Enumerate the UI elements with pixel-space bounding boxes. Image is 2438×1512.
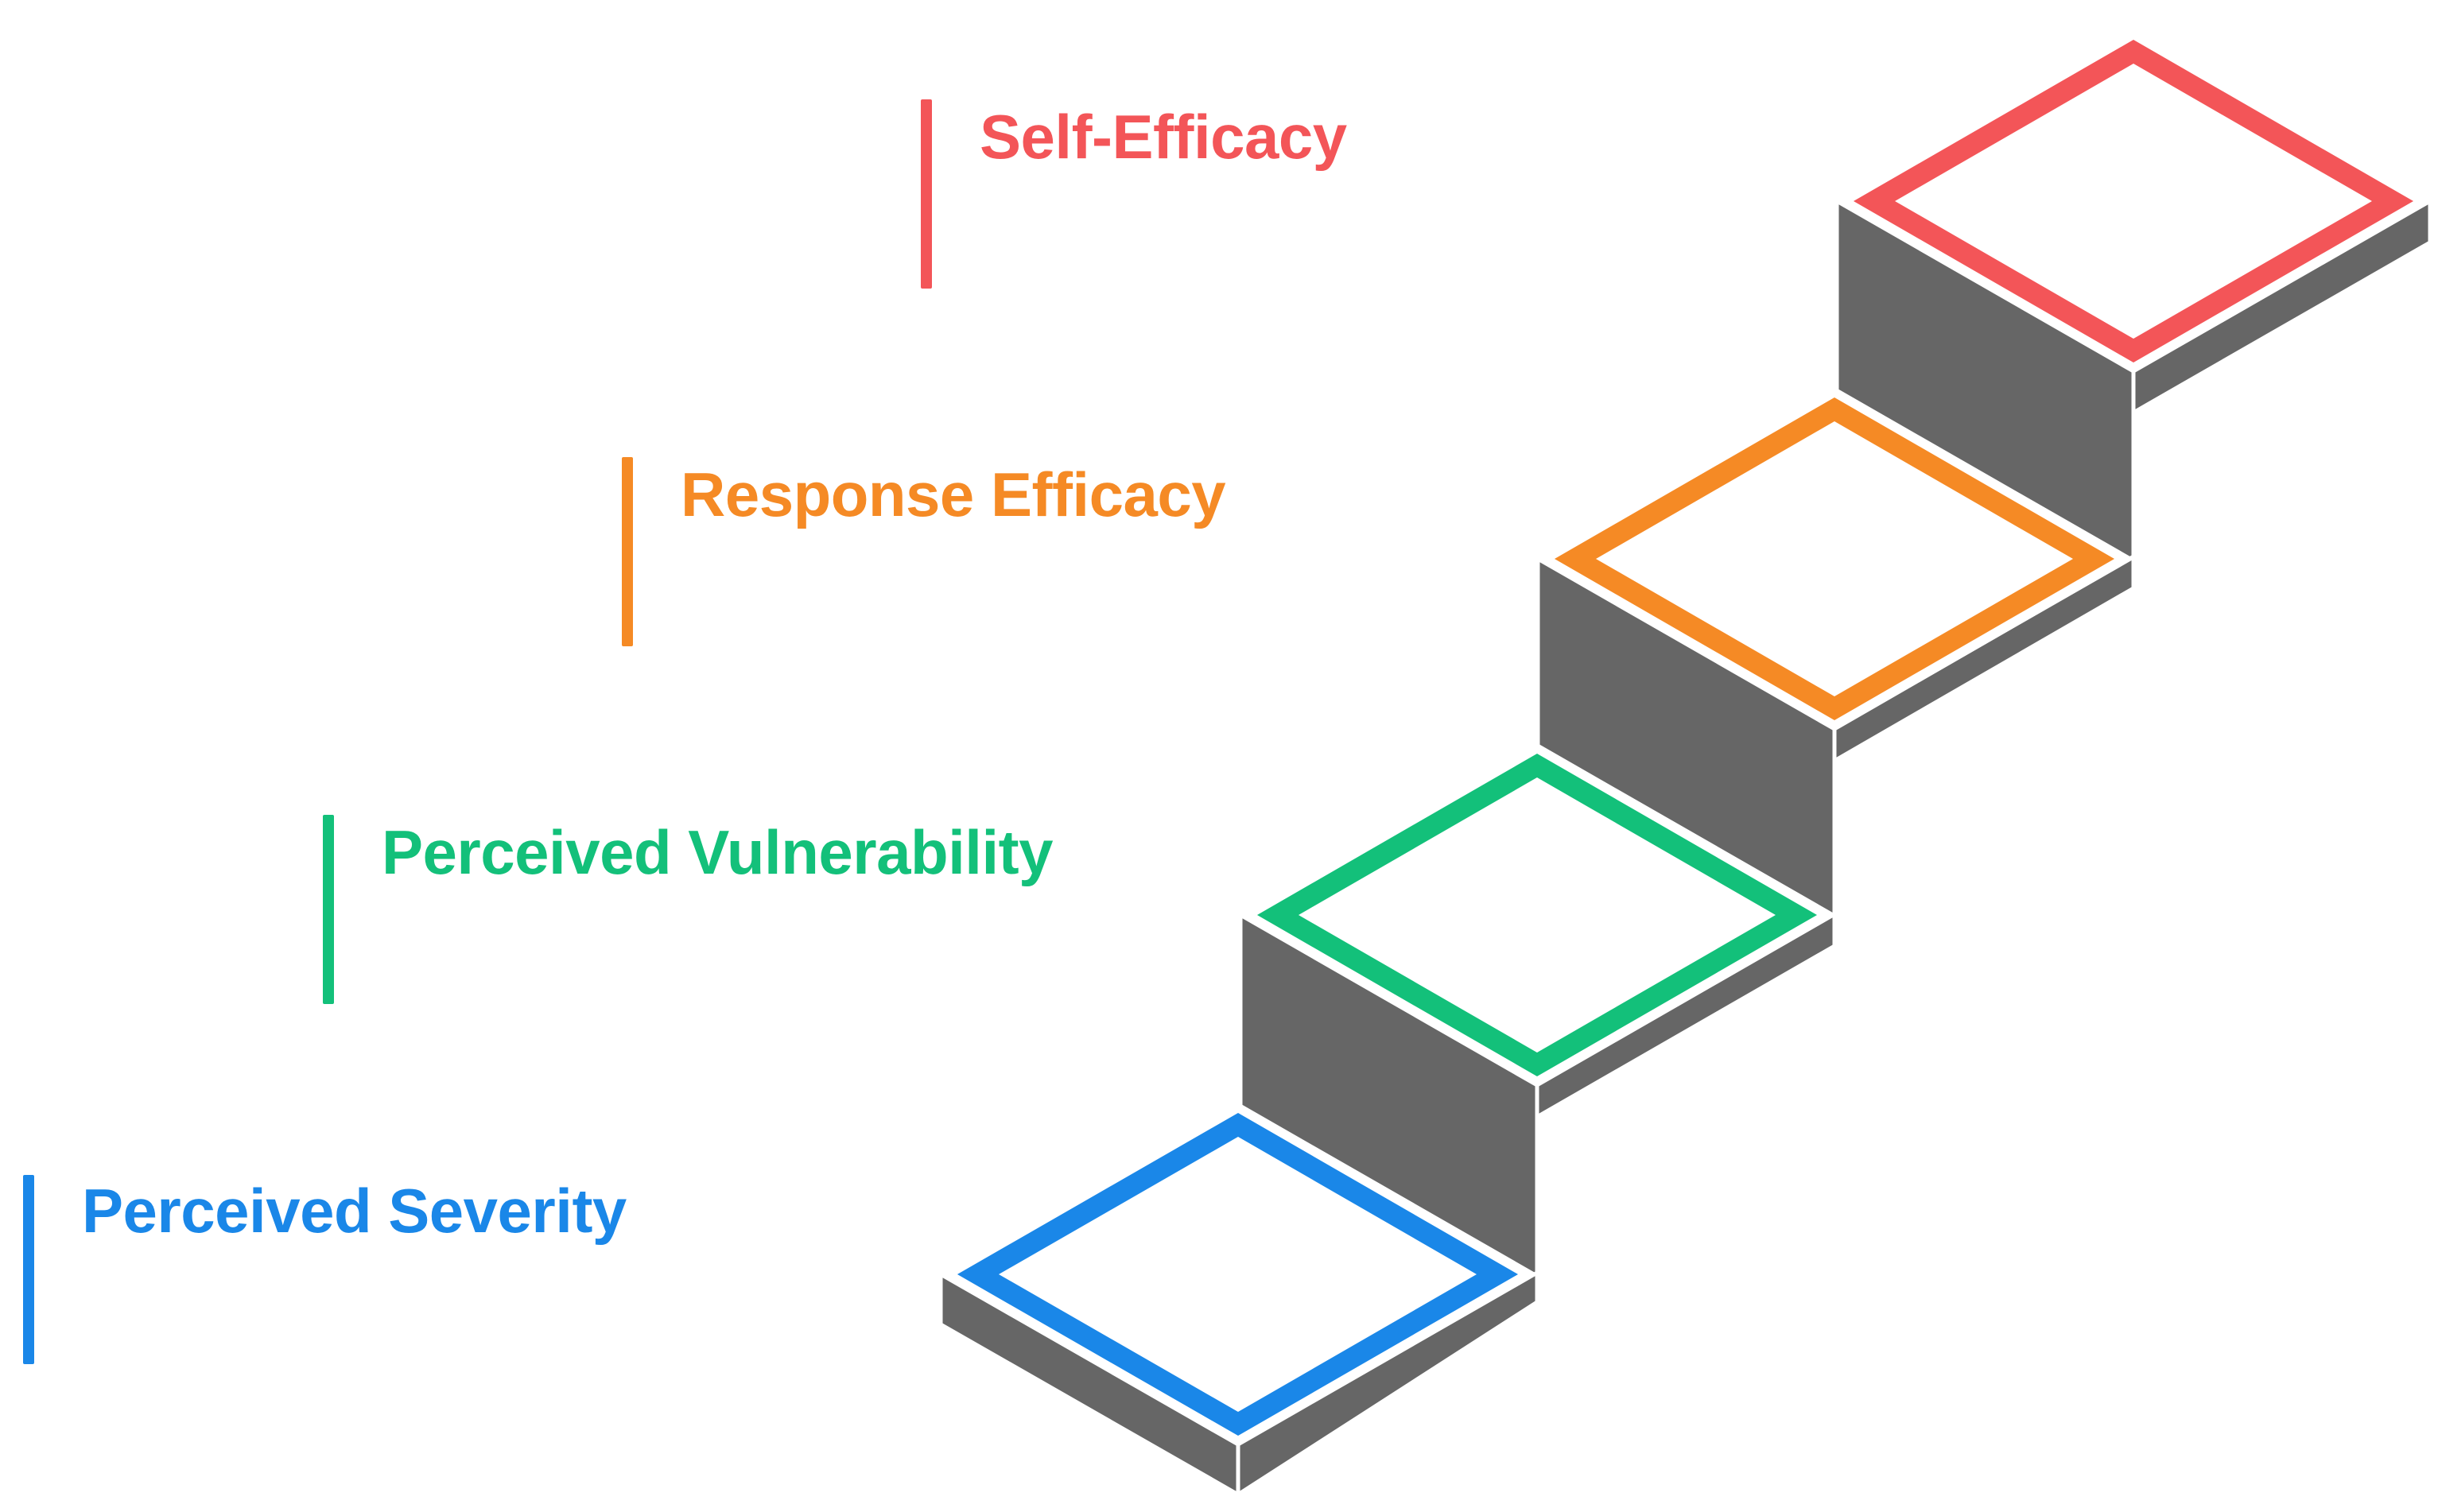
- step-4-top: [1833, 29, 2434, 374]
- step-1-top-border: [957, 1112, 1519, 1436]
- label-text-response-efficacy: Response Efficacy: [681, 459, 1226, 529]
- step-3-top-face: [1534, 386, 2135, 731]
- step-1-top-face: [937, 1102, 1539, 1447]
- step-2-top-face: [1236, 742, 1838, 1087]
- label-text-perceived-vulnerability: Perceived Vulnerability: [382, 817, 1054, 887]
- label-bar-perceived-vulnerability: [323, 815, 334, 1004]
- label-text-perceived-severity: Perceived Severity: [82, 1176, 627, 1246]
- step-4-top-face: [1833, 29, 2434, 374]
- label-bar-perceived-severity: [23, 1175, 34, 1364]
- label-bar-self-efficacy: [921, 99, 932, 289]
- label-bar-response-efficacy: [622, 457, 633, 646]
- step-2-top: [1236, 742, 1838, 1087]
- step-2-top-border: [1256, 753, 1818, 1077]
- step-3-top: [1534, 386, 2135, 731]
- label-text-self-efficacy: Self-Efficacy: [980, 102, 1347, 172]
- step-1-top: [937, 1102, 1539, 1447]
- step-4-top-border: [1853, 39, 2414, 363]
- step-3-top-border: [1554, 397, 2115, 721]
